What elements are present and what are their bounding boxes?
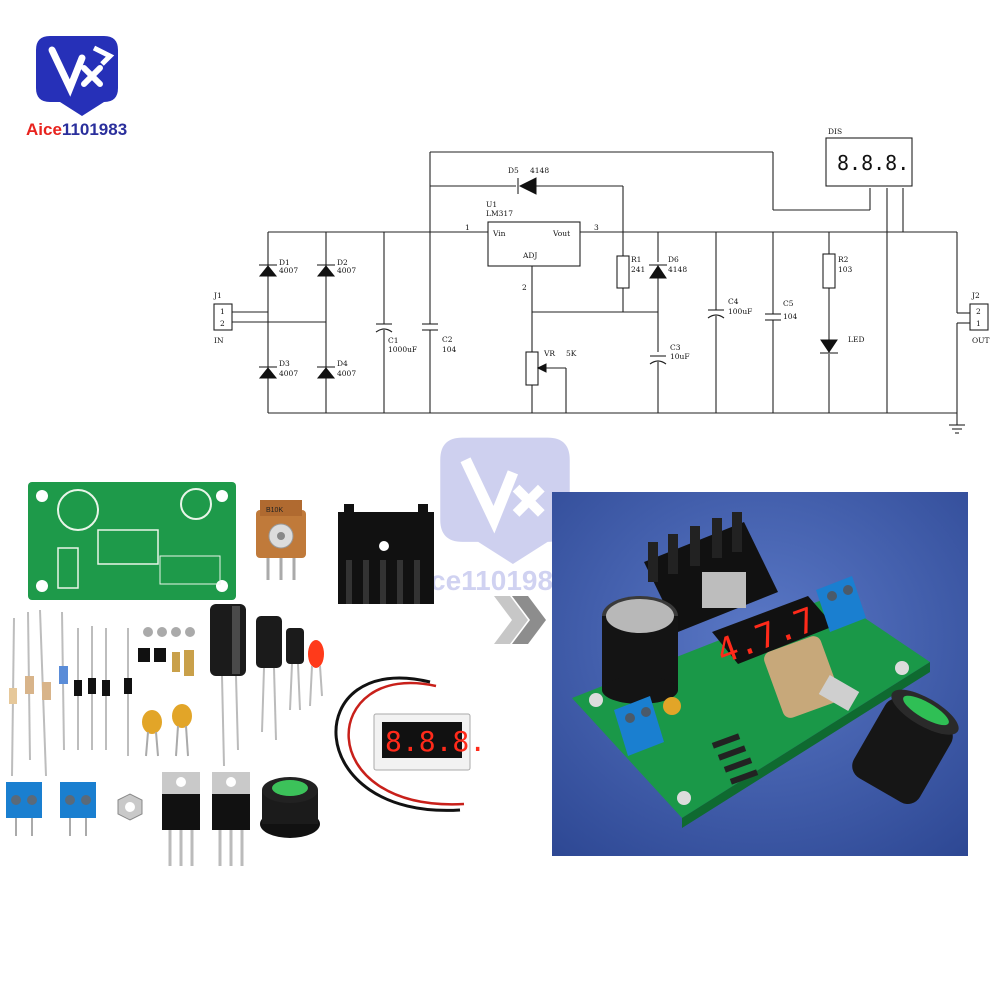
label-c5-val: 104 — [783, 312, 798, 321]
label-vr-val: 5K — [566, 349, 577, 358]
label-vin: Vin — [492, 229, 506, 238]
red-led — [308, 640, 324, 707]
label-adj: ADJ — [522, 251, 537, 260]
label-j2: J2 — [971, 291, 980, 300]
label-d5: D5 — [508, 166, 519, 175]
voltmeter-module: 8.8.8. — [334, 676, 486, 812]
screws-and-spacers — [138, 627, 195, 676]
label-j1-in: IN — [214, 336, 224, 345]
label-d4: D4 — [337, 359, 348, 368]
label-j2-p2: 1 — [976, 319, 981, 328]
label-c2-val: 104 — [442, 345, 457, 354]
label-u1: U1 — [486, 200, 497, 209]
watermark-logo — [400, 425, 610, 605]
label-d3: D3 — [279, 359, 290, 368]
label-pin1: 1 — [465, 223, 470, 232]
label-r2: R2 — [838, 255, 849, 264]
label-c5: C5 — [783, 299, 794, 308]
label-c1: C1 — [388, 336, 399, 345]
terminal-blocks — [6, 782, 96, 836]
label-c1-val: 1000uF — [388, 345, 417, 354]
watermark-logo-icon — [440, 437, 570, 564]
assembled-module-photo: 4.7.7 — [552, 492, 968, 856]
pot-label: B10K — [266, 507, 283, 514]
brand-suffix: 1101983 — [61, 120, 128, 139]
diodes — [74, 678, 132, 696]
label-j1-p1: 1 — [220, 307, 225, 316]
lm317-regulators — [162, 772, 250, 866]
label-dis: DIS — [828, 127, 842, 136]
resistors — [9, 666, 68, 704]
label-vr: VR — [543, 349, 555, 358]
label-j1: J1 — [213, 291, 222, 300]
label-c4-val: 100uF — [728, 307, 752, 316]
label-u1-part: LM317 — [486, 209, 513, 218]
label-d3-val: 4007 — [279, 369, 298, 378]
label-r2-val: 103 — [838, 265, 853, 274]
heatsink — [338, 504, 434, 604]
label-j2-out: OUT — [972, 336, 989, 345]
label-d6-val: 4148 — [668, 265, 687, 274]
label-d1-val: 4007 — [279, 266, 298, 275]
brand-logo-icon — [36, 36, 118, 116]
label-d1: D1 — [279, 258, 290, 267]
potentiometer: B10K — [256, 500, 306, 580]
label-j1-p2: 2 — [220, 319, 225, 328]
control-knob — [260, 777, 320, 838]
brand-name: Aice1101983 — [26, 120, 127, 140]
circuit-schematic: 8.8.8. DIS U1 LM317 Vin Vout ADJ 1 2 3 D… — [213, 127, 989, 434]
label-pin3: 3 — [594, 223, 599, 232]
label-d2-val: 4007 — [337, 266, 356, 275]
label-j2-p1: 2 — [976, 307, 981, 316]
brand-prefix: Aice — [26, 120, 62, 139]
label-r1: R1 — [631, 255, 641, 264]
label-led: LED — [848, 335, 864, 344]
brand-logo — [22, 28, 162, 148]
parts-kit: B10K — [6, 482, 486, 866]
label-d2: D2 — [337, 258, 348, 267]
label-c4: C4 — [728, 297, 739, 306]
chevron-right-icon — [494, 596, 546, 644]
pcb-board — [28, 482, 236, 600]
label-vout: Vout — [552, 229, 570, 238]
label-c3: C3 — [670, 343, 681, 352]
label-d5-val: 4148 — [530, 166, 549, 175]
label-c2: C2 — [442, 335, 453, 344]
voltmeter-digits: 8.8.8. — [385, 725, 486, 758]
label-pin2: 2 — [522, 283, 527, 292]
label-c3-val: 10uF — [670, 352, 690, 361]
ceramic-capacitors — [142, 704, 192, 757]
label-r1-val: 241 — [631, 265, 645, 274]
label-d6: D6 — [668, 255, 679, 264]
label-d4-val: 4007 — [337, 369, 356, 378]
electrolytic-capacitors — [210, 604, 304, 767]
schematic-display-digits: 8.8.8. — [837, 151, 909, 175]
